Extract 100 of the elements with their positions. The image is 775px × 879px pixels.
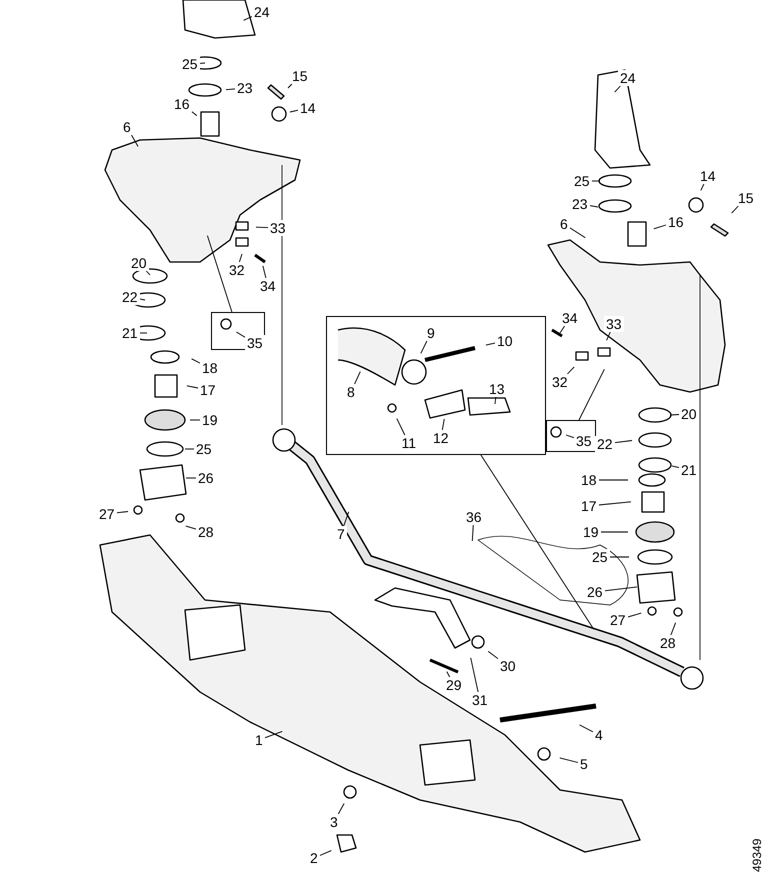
callout-number: 24 (252, 4, 272, 20)
callout-number: 34 (560, 310, 580, 326)
callout-number: 14 (298, 100, 318, 116)
callout-number: 36 (464, 509, 484, 525)
leader-line (578, 368, 605, 420)
leader-line (598, 501, 632, 506)
leader-line (139, 332, 148, 334)
callout-number: 7 (335, 526, 347, 542)
callout-number: 21 (679, 462, 699, 478)
leader-line (354, 371, 361, 384)
leader-line (731, 206, 739, 214)
callout-number: 23 (570, 196, 590, 212)
callout-number: 20 (129, 255, 149, 271)
leader-line (700, 184, 704, 191)
callout-number: 25 (180, 56, 200, 72)
callout-number: 10 (495, 333, 515, 349)
leader-line (319, 850, 332, 856)
leader-line (290, 110, 298, 112)
leader-line (485, 342, 496, 346)
leader-line (589, 205, 598, 208)
callout-number: 1 (253, 732, 265, 748)
leader-line (226, 88, 236, 90)
leader-line (670, 414, 680, 416)
leader-line (338, 803, 345, 814)
callout-number: 6 (558, 216, 570, 232)
callout-number: 26 (585, 584, 605, 600)
leader-line (186, 385, 198, 388)
callout-number: 11 (400, 435, 418, 451)
leader-line (396, 418, 406, 436)
callout-number: 21 (120, 325, 140, 341)
callout-number: 31 (470, 692, 490, 708)
leader-line (264, 730, 283, 738)
callout-number: 28 (658, 635, 678, 651)
leader-line (569, 227, 586, 238)
leader-line (579, 724, 594, 732)
leader-line (146, 270, 150, 276)
callout-number: 24 (618, 70, 638, 86)
callout-number: 29 (444, 677, 464, 693)
callout-number: 3 (328, 814, 340, 830)
callout-number: 30 (498, 658, 518, 674)
leader-line (288, 84, 292, 88)
callout-number: 25 (572, 173, 592, 189)
leader-line (191, 111, 198, 116)
leader-line (420, 340, 428, 354)
leader-line (671, 465, 680, 468)
leader-line (560, 326, 566, 334)
callout-number: 19 (581, 524, 601, 540)
callout-number: 17 (579, 498, 599, 514)
callout-number: 28 (196, 524, 216, 540)
callout-number: 18 (200, 360, 220, 376)
inset-frame (211, 312, 265, 350)
callout-number: 16 (666, 214, 686, 230)
callout-number: 6 (121, 119, 133, 135)
leader-line (184, 448, 194, 450)
leader-line (116, 511, 128, 514)
leader-line (343, 511, 350, 526)
callout-number: 27 (97, 506, 117, 522)
leader-line (609, 556, 630, 558)
leader-line (256, 226, 268, 228)
leader-line (653, 224, 666, 230)
callout-number: 8 (345, 384, 357, 400)
callout-number: 23 (235, 80, 255, 96)
leader-line (470, 657, 479, 692)
callout-number: 22 (595, 436, 615, 452)
leader-line (627, 612, 642, 618)
leader-line (614, 86, 621, 93)
leader-line (185, 526, 196, 530)
callout-number: 19 (200, 412, 220, 428)
callout-number: 15 (736, 190, 756, 206)
leader-line (131, 134, 138, 147)
leader-line (206, 235, 232, 312)
inset-frame (326, 316, 546, 455)
leader-line (472, 524, 474, 542)
callout-number: 34 (258, 278, 278, 294)
callout-number: 32 (550, 374, 570, 390)
leader-line (591, 180, 600, 182)
leader-line (139, 298, 146, 300)
leader-line (442, 418, 445, 430)
callout-number: 27 (608, 612, 628, 628)
callout-number: 25 (590, 549, 610, 565)
leader-line (614, 440, 632, 444)
callout-number: 18 (579, 472, 599, 488)
leader-line (243, 16, 252, 21)
callout-number: 16 (172, 96, 192, 112)
callout-number: 2 (308, 850, 320, 866)
callout-number: 5 (578, 756, 590, 772)
leader-line (446, 671, 450, 678)
leader-line (606, 332, 611, 341)
callout-number: 32 (227, 262, 247, 278)
inset-frame (546, 420, 596, 452)
callout-number: 22 (120, 289, 140, 305)
leader-line (191, 358, 200, 364)
callout-number: 14 (698, 168, 718, 184)
callout-number: 26 (196, 470, 216, 486)
leader-line (262, 265, 266, 278)
leader-line (238, 254, 242, 262)
leader-line (604, 586, 638, 592)
callout-number: 35 (245, 335, 265, 351)
callout-number: 15 (290, 68, 310, 84)
callout-number: 17 (198, 382, 218, 398)
